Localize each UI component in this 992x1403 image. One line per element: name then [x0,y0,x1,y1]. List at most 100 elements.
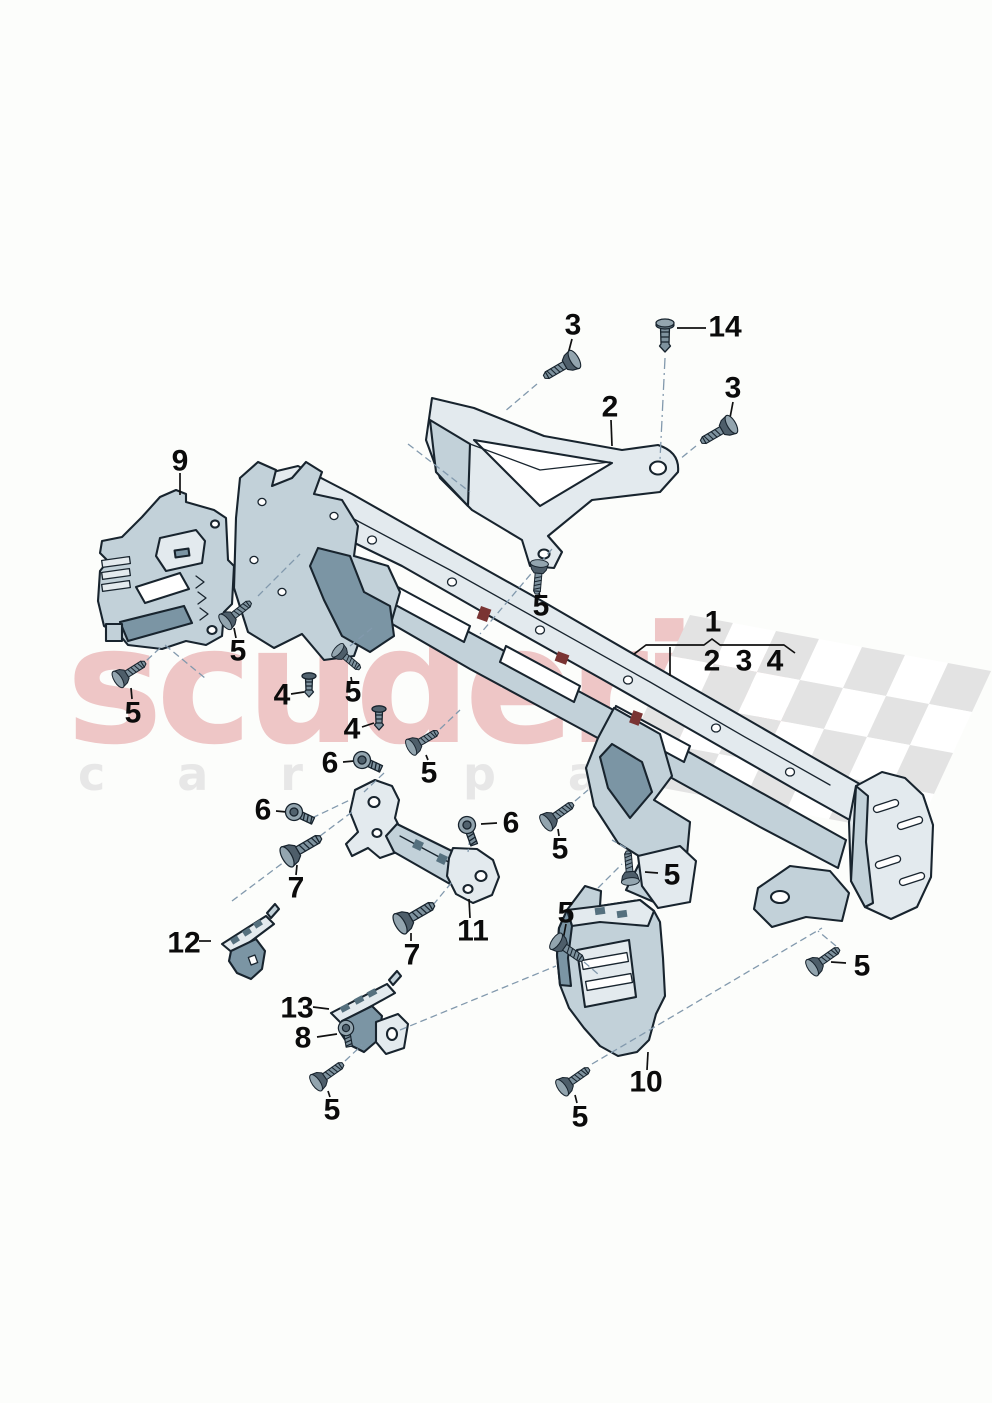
leader-line [610,419,613,447]
callout-label-5-j[interactable]: 5 [572,1101,589,1134]
flag-cell [929,663,991,712]
callout-label-7-a[interactable]: 7 [288,872,305,905]
construction-line [817,930,837,947]
bolt-6-c [455,813,483,849]
callout-label-5-part9[interactable]: 5 [125,697,142,730]
callout-label-2-top[interactable]: 2 [602,391,619,424]
leader-line [646,1051,649,1071]
screw-3-right [695,412,741,452]
callout-label-1-sub-3[interactable]: 3 [736,645,753,678]
callout-label-5-left-beam[interactable]: 5 [230,635,247,668]
flag-cell [867,696,929,745]
construction-line [479,548,553,635]
callout-label-5-under-2[interactable]: 5 [533,590,550,623]
screw-5-k [802,940,845,979]
construction-line [319,811,353,837]
flag-cell [848,737,910,786]
flag-cell [843,647,905,696]
construction-line [231,837,317,902]
flag-cell [800,639,862,688]
construction-line [145,647,161,662]
part-2-bracket [424,396,680,570]
construction-line [399,965,557,1031]
flag-cell [910,704,972,753]
callout-label-3-top-left[interactable]: 3 [565,309,582,342]
construction-line [257,553,301,597]
callout-label-6-a[interactable]: 6 [322,747,339,780]
screw-5-g [536,795,579,834]
callout-label-5-k[interactable]: 5 [854,950,871,983]
leader-line [342,760,355,763]
callout-label-7-b[interactable]: 7 [404,939,421,972]
leader-line [233,627,237,639]
leader-line [361,722,375,728]
screw-7-a [276,826,328,870]
leader-line [480,822,498,825]
callout-label-14[interactable]: 14 [708,311,742,344]
construction-line [591,927,823,1065]
callout-label-8[interactable]: 8 [295,1022,312,1055]
part-9-side-bracket-left [96,488,236,651]
construction-line [164,644,206,679]
callout-label-1-sub-4[interactable]: 4 [767,645,784,678]
callout-label-6-b[interactable]: 6 [255,794,272,827]
screw-5-f [306,1055,349,1094]
construction-line [344,1044,363,1062]
flag-cell [714,623,776,672]
callout-label-1[interactable]: 1 [705,606,722,639]
leader-line [574,1094,578,1104]
retaining-clips [476,606,643,726]
construction-line-dashdot [659,357,666,461]
construction-line [597,863,623,889]
flag-cell [738,672,800,721]
leader-line [327,1090,331,1098]
callout-label-5-i[interactable]: 5 [558,897,575,930]
construction-line [363,772,385,793]
callout-label-4-mid[interactable]: 4 [344,713,361,746]
leader-line [290,691,305,695]
construction-line [503,383,538,413]
leader-line [644,871,659,874]
construction-line [407,443,471,493]
screw-7-b [389,893,441,937]
part-13-bracket [329,969,410,1056]
screw-5-j [552,1060,595,1099]
leader-line [312,1006,330,1010]
part-11-center-support [344,778,501,905]
callout-label-12[interactable]: 12 [167,927,200,960]
part-1-cross-member [232,460,935,929]
construction-line [574,789,589,802]
construction-line [349,627,373,647]
flag-cell [824,688,886,737]
construction-line [583,961,599,975]
flag-cell [886,655,948,704]
pin-14 [655,318,675,353]
callout-label-5-f[interactable]: 5 [324,1094,341,1127]
construction-line [679,445,697,460]
leader-line [316,1033,338,1038]
callout-label-13[interactable]: 13 [280,992,313,1025]
callout-label-11[interactable]: 11 [457,915,489,948]
leader-line [425,754,429,761]
construction-line [439,709,461,730]
callout-label-5-mid[interactable]: 5 [345,676,362,709]
callout-label-6-c[interactable]: 6 [503,807,520,840]
callout-label-3-top-right[interactable]: 3 [725,372,742,405]
construction-line [611,839,627,849]
screw-3-left [538,347,584,387]
flag-cell [781,680,843,729]
part-12-bracket [220,902,281,981]
flag-cell [757,631,819,680]
bolt-6-b [282,800,318,830]
leader-line [295,864,298,876]
callout-label-10[interactable]: 10 [629,1066,662,1099]
callout-label-5-g[interactable]: 5 [552,833,569,866]
callout-label-5-h[interactable]: 5 [664,859,681,892]
callout-label-9[interactable]: 9 [172,445,189,478]
part-10-side-bracket-right [555,884,667,1058]
leader-line [468,898,471,919]
callout-label-1-sub-2[interactable]: 2 [704,645,721,678]
callout-label-4-left[interactable]: 4 [274,679,291,712]
callout-label-5-e[interactable]: 5 [421,757,438,790]
